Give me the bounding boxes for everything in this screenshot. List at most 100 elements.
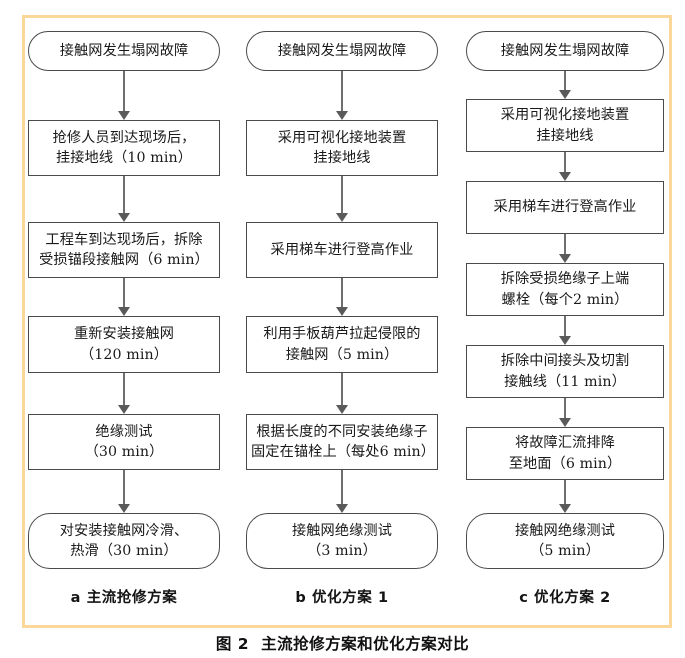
flow-node-b-4: 利用手板葫芦拉起侵限的接触网（5 min） — [246, 316, 438, 373]
arrow-shaft — [564, 234, 566, 255]
figure-caption-title: 主流抢修方案和优化方案对比 — [261, 635, 470, 653]
arrow-head-icon — [559, 254, 571, 263]
flow-node-label: 接触网发生塌网故障 — [471, 41, 659, 61]
flow-node-label: 绝缘测试（30 min） — [33, 422, 215, 462]
flow-node-line: 拆除中间接头及切割 — [500, 353, 630, 370]
flow-node-c-5: 拆除中间接头及切割接触线（11 min） — [466, 345, 664, 398]
flow-arrow-c-3-to-4 — [558, 234, 572, 263]
flow-node-a-4: 重新安装接触网 （120 min） — [28, 316, 220, 373]
flow-node-line: 采用可视化接地装置 — [277, 129, 407, 146]
arrow-shaft — [341, 278, 343, 308]
arrow-head-icon — [559, 418, 571, 427]
arrow-head-icon — [118, 213, 130, 222]
arrow-head-icon — [336, 213, 348, 222]
arrow-head-icon — [118, 111, 130, 120]
flow-node-c-1: 接触网发生塌网故障 — [466, 31, 664, 71]
flow-node-c-4: 拆除受损绝缘子上端螺栓（每个2 min） — [466, 263, 664, 316]
arrow-shaft — [564, 152, 566, 173]
flow-node-c-3: 采用梯车进行登高作业 — [466, 181, 664, 234]
flow-node-line: 采用梯车进行登高作业 — [493, 199, 637, 216]
flow-node-c-7: 接触网绝缘测试 （5 min） — [466, 513, 664, 569]
flow-node-line: 固定在锚栓上（每处6 min） — [251, 444, 436, 460]
arrow-shaft — [564, 480, 566, 505]
flow-node-line: 对安装接触网冷滑、 — [59, 522, 189, 539]
flow-node-line: 接触网（5 min） — [285, 346, 399, 363]
flow-node-c-6: 将故障汇流排降至地面（6 min） — [466, 427, 664, 480]
flow-node-label: 采用可视化接地装置挂接地线 — [251, 128, 433, 168]
flow-node-label: 接触网绝缘测试（3 min） — [251, 521, 433, 561]
arrow-shaft — [564, 316, 566, 337]
flow-node-line: （120 min） — [80, 346, 168, 363]
flow-node-b-5: 根据长度的不同安装绝缘子固定在锚栓上（每处6 min） — [246, 414, 438, 470]
flow-node-label: 拆除中间接头及切割接触线（11 min） — [471, 351, 659, 391]
arrow-head-icon — [336, 111, 348, 120]
arrow-head-icon — [336, 504, 348, 513]
arrow-shaft — [341, 176, 343, 214]
flow-arrow-b-3-to-4 — [335, 278, 349, 316]
flow-node-line: 重新安装接触网 — [73, 326, 174, 343]
flow-node-label: 利用手板葫芦拉起侵限的接触网（5 min） — [251, 324, 433, 364]
flow-arrow-a-5-to-6 — [117, 470, 131, 513]
flow-arrow-b-1-to-2 — [335, 71, 349, 120]
flow-node-line: 抢修人员到达现场后， — [52, 129, 196, 146]
flow-node-a-3: 工程车到达现场后，拆除受损锚段接触网（6 min） — [28, 222, 220, 278]
flow-node-b-3: 采用梯车进行登高作业 — [246, 222, 438, 278]
arrow-shaft — [341, 470, 343, 505]
flow-node-line: 受损锚段接触网（6 min） — [39, 252, 209, 268]
arrow-head-icon — [559, 172, 571, 181]
flow-node-label: 接触网发生塌网故障 — [33, 41, 215, 61]
flow-arrow-a-4-to-5 — [117, 373, 131, 414]
arrow-head-icon — [336, 405, 348, 414]
flow-node-label: 对安装接触网冷滑、热滑（30 min） — [33, 521, 215, 561]
flow-arrow-c-5-to-6 — [558, 398, 572, 427]
flow-arrow-c-1-to-2 — [558, 71, 572, 99]
arrow-head-icon — [118, 405, 130, 414]
flow-arrow-a-3-to-4 — [117, 278, 131, 316]
arrow-shaft — [123, 470, 125, 505]
flow-node-line: 接触网绝缘测试 — [514, 522, 615, 539]
flow-arrow-b-4-to-5 — [335, 373, 349, 414]
flow-node-line: 接触网发生塌网故障 — [59, 42, 189, 59]
flow-node-b-6: 接触网绝缘测试（3 min） — [246, 513, 438, 569]
flow-arrow-c-4-to-5 — [558, 316, 572, 345]
arrow-head-icon — [118, 307, 130, 316]
flow-node-label: 抢修人员到达现场后， 挂接地线（10 min） — [33, 128, 215, 168]
arrow-shaft — [341, 71, 343, 112]
flow-node-line: 拆除受损绝缘子上端 — [500, 271, 630, 288]
flow-node-line: 热滑（30 min） — [70, 543, 178, 559]
flow-node-line: 根据长度的不同安装绝缘子 — [256, 423, 428, 440]
flow-arrow-b-2-to-3 — [335, 176, 349, 222]
flow-node-a-5: 绝缘测试（30 min） — [28, 414, 220, 470]
arrow-shaft — [564, 71, 566, 91]
arrow-head-icon — [559, 90, 571, 99]
flow-node-line: 挂接地线 — [536, 127, 594, 144]
flow-node-label: 接触网绝缘测试 （5 min） — [471, 521, 659, 561]
flow-arrow-a-2-to-3 — [117, 176, 131, 222]
column-caption-c: c 优化方案 2 — [519, 590, 611, 606]
flow-node-line: 将故障汇流排降 — [514, 435, 615, 452]
column-caption-a: a 主流抢修方案 — [70, 590, 178, 606]
flow-node-c-2: 采用可视化接地装置挂接地线 — [466, 99, 664, 152]
flow-node-line: 绝缘测试 — [95, 423, 153, 440]
arrow-head-icon — [559, 336, 571, 345]
flow-node-line: 挂接地线（10 min） — [55, 150, 193, 166]
flow-node-line: （5 min） — [530, 543, 600, 559]
flow-node-label: 重新安装接触网 （120 min） — [33, 324, 215, 364]
arrow-shaft — [123, 71, 125, 112]
flow-arrow-b-5-to-6 — [335, 470, 349, 513]
flow-node-label: 接触网发生塌网故障 — [251, 41, 433, 61]
flow-node-line: （3 min） — [307, 543, 377, 559]
arrow-head-icon — [559, 504, 571, 513]
flow-node-line: 至地面（6 min） — [508, 455, 622, 472]
arrow-shaft — [341, 373, 343, 406]
arrow-head-icon — [336, 307, 348, 316]
flow-node-b-1: 接触网发生塌网故障 — [246, 31, 438, 71]
flow-node-label: 采用可视化接地装置挂接地线 — [471, 105, 659, 145]
flow-node-line: 接触网发生塌网故障 — [500, 42, 630, 59]
flow-node-a-1: 接触网发生塌网故障 — [28, 31, 220, 71]
flow-node-line: 挂接地线 — [313, 150, 371, 166]
flow-arrow-c-2-to-3 — [558, 152, 572, 181]
arrow-shaft — [123, 278, 125, 308]
flow-arrow-c-6-to-7 — [558, 480, 572, 513]
